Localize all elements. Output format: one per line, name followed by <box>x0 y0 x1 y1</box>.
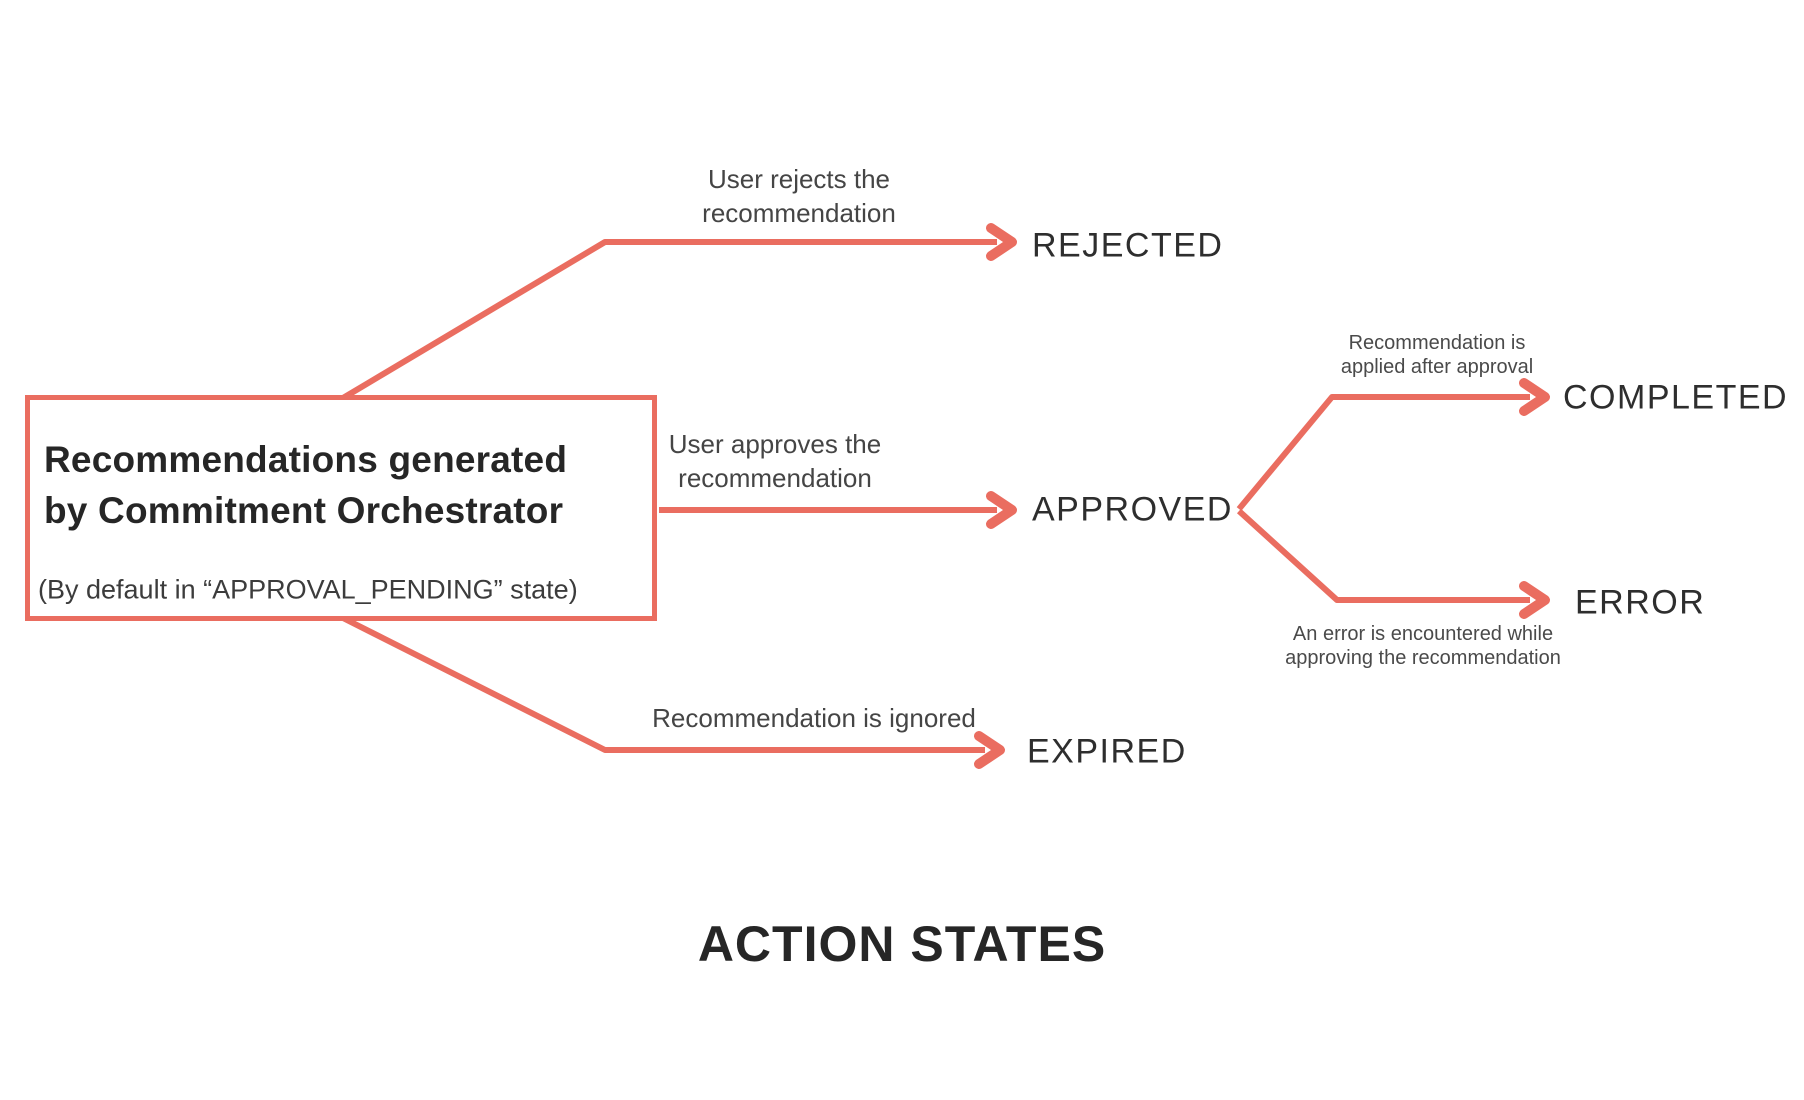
error-transition-label-line1: An error is encountered while <box>1292 623 1554 645</box>
source-box: Recommendations generated by Commitment … <box>25 395 657 621</box>
rejected-arrowhead-icon <box>986 223 1017 261</box>
completed-arrow-line <box>1236 394 1530 511</box>
state-approved: APPROVED <box>1032 490 1233 529</box>
source-box-subtitle: (By default in “APPROVAL_PENDING” state) <box>38 574 578 605</box>
page-title: ACTION STATES <box>697 916 1107 972</box>
expired-arrow-line <box>341 615 985 753</box>
rejected-transition-label-line1: User rejects the <box>707 164 891 194</box>
error-arrowhead-icon <box>1519 581 1550 619</box>
approved-transition-label-line2: recommendation <box>678 463 872 493</box>
approved-arrowhead-icon <box>986 491 1017 529</box>
state-error: ERROR <box>1575 583 1706 622</box>
approved-transition-label: User approves the recommendation <box>669 427 881 495</box>
error-transition-label-line2: approving the recommendation <box>1285 647 1561 669</box>
error-arrow-line <box>1236 508 1530 603</box>
completed-transition-label-line2: applied after approval <box>1340 356 1534 378</box>
error-transition-label: An error is encountered while approving … <box>1285 622 1561 670</box>
state-completed: COMPLETED <box>1563 378 1789 417</box>
state-rejected: REJECTED <box>1032 226 1224 265</box>
rejected-transition-label: User rejects the recommendation <box>702 162 896 230</box>
source-box-title-line1: Recommendations generated <box>44 439 568 480</box>
source-box-title-line2: by Commitment Orchestrator <box>44 490 564 531</box>
rejected-arrow-line <box>341 239 997 401</box>
completed-arrowhead-icon <box>1519 378 1550 416</box>
expired-arrowhead-icon <box>974 731 1005 769</box>
approved-transition-label-line1: User approves the <box>668 429 882 459</box>
completed-transition-label: Recommendation is applied after approval <box>1341 331 1533 379</box>
expired-transition-label: Recommendation is ignored <box>652 703 976 733</box>
state-expired: EXPIRED <box>1027 732 1187 771</box>
rejected-transition-label-line2: recommendation <box>702 198 896 228</box>
completed-transition-label-line1: Recommendation is <box>1348 332 1526 354</box>
